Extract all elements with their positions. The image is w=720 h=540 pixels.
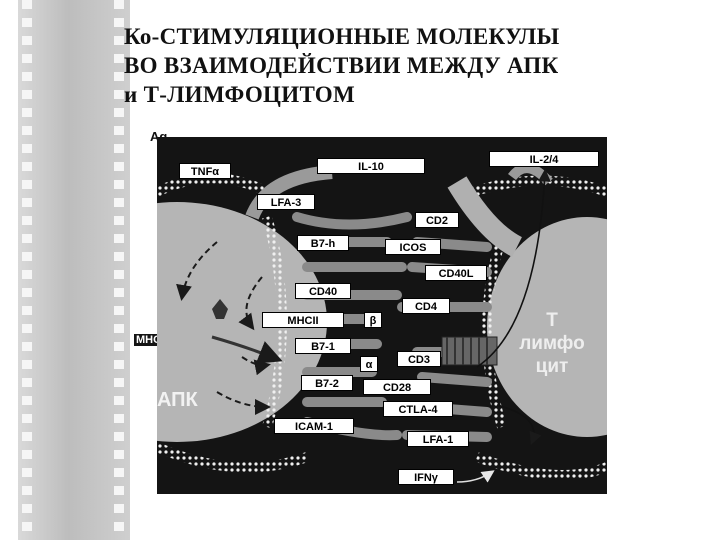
ifng-output-arrow bbox=[456, 470, 495, 483]
mhcii-label: MHCII bbox=[262, 312, 344, 328]
il24-wide-arrow bbox=[447, 176, 523, 257]
b72-label: B7-2 bbox=[301, 375, 353, 391]
costimulation-diagram: TNFα IL-10 IL-2/4 LFA-3 CD2 B7-h ICOS CD… bbox=[157, 137, 607, 494]
ctla4-label: CTLA-4 bbox=[383, 401, 453, 417]
film-strip-decoration bbox=[18, 0, 130, 540]
cd4-label: CD4 bbox=[402, 298, 450, 314]
tcell-membrane bbox=[482, 235, 507, 429]
intracellular-signal-arrows bbox=[176, 241, 271, 415]
apc-label: АПК bbox=[157, 389, 198, 411]
tcell-ifng-signal-arrow bbox=[496, 404, 542, 445]
cd3-label: CD3 bbox=[397, 351, 441, 367]
tcell-label-line-2: лимфо bbox=[519, 333, 585, 354]
il10-label: IL-10 bbox=[317, 158, 425, 174]
tcell-label: Т лимфо цит bbox=[507, 309, 597, 378]
apc-lower-membrane bbox=[157, 442, 309, 473]
icos-label: ICOS bbox=[385, 239, 441, 255]
lfa1-label: LFA-1 bbox=[407, 431, 469, 447]
antigen-peptide-shape bbox=[212, 299, 228, 319]
slide-title: Ко-СТИМУЛЯЦИОННЫЕ МОЛЕКУЛЫ ВО ВЗАИМОДЕЙС… bbox=[124, 22, 704, 109]
cd28-label: CD28 bbox=[363, 379, 431, 395]
alpha-chain-label: α bbox=[360, 356, 378, 372]
icam1-label: ICAM-1 bbox=[274, 418, 354, 434]
cd40l-label: CD40L bbox=[425, 265, 487, 281]
cd3-complex-shape bbox=[441, 336, 498, 366]
title-line-1: Ко-СТИМУЛЯЦИОННЫЕ МОЛЕКУЛЫ bbox=[124, 24, 560, 49]
cd40-label: CD40 bbox=[295, 283, 351, 299]
tnf-alpha-label: TNFα bbox=[179, 163, 231, 179]
tcell-lower-membrane bbox=[475, 452, 607, 480]
lfa3-label: LFA-3 bbox=[257, 194, 315, 210]
tcell-upper-membrane bbox=[455, 175, 607, 202]
b71-label: B7-1 bbox=[295, 338, 351, 354]
title-line-3: и Т-ЛИМФОЦИТОМ bbox=[124, 82, 355, 107]
beta-chain-label: β bbox=[364, 312, 382, 328]
film-holes-right bbox=[114, 0, 124, 540]
cd3-stripes bbox=[446, 337, 488, 365]
tcell-il24-signal-arrow bbox=[476, 168, 551, 368]
b7h-label: B7-h bbox=[297, 235, 349, 251]
title-line-2: ВО ВЗАИМОДЕЙСТВИИ МЕЖДУ АПК bbox=[124, 53, 559, 78]
il24-label: IL-2/4 bbox=[489, 151, 599, 167]
tcell-label-line-1: Т bbox=[546, 310, 558, 331]
tcell-body bbox=[487, 217, 607, 437]
tcell-label-line-3: цит bbox=[535, 356, 569, 377]
cd2-label: CD2 bbox=[415, 212, 459, 228]
film-holes-left bbox=[22, 0, 32, 540]
mhcii-pathway-arrow bbox=[211, 335, 283, 364]
ifng-label: IFNγ bbox=[398, 469, 454, 485]
